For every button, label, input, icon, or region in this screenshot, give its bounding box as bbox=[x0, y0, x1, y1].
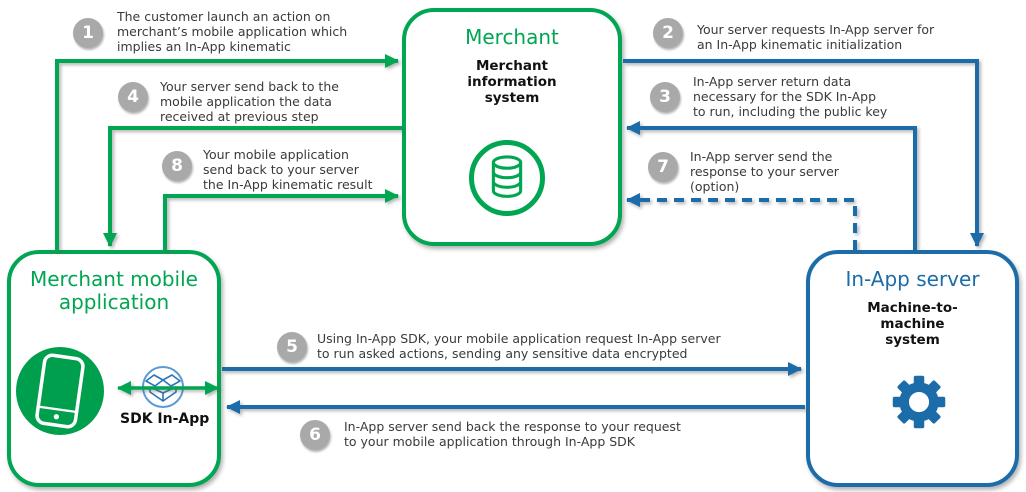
arrow-step-4 bbox=[103, 126, 402, 247]
gear-icon bbox=[891, 374, 947, 430]
arrow-step-8 bbox=[163, 189, 399, 251]
step-7-text: In-App server send the response to your … bbox=[690, 149, 839, 194]
merchant-subtitle: Merchant information system bbox=[467, 58, 557, 106]
step-8-badge: 8 bbox=[162, 151, 192, 181]
mobile-app-node: Merchant mobile application bbox=[7, 250, 221, 487]
step-4-text: Your server send back to the mobile appl… bbox=[160, 79, 339, 124]
arrow-step-2 bbox=[623, 59, 984, 247]
step-3-badge: 3 bbox=[650, 82, 680, 112]
merchant-node: Merchant Merchant information system bbox=[402, 8, 622, 246]
step-5-badge: 5 bbox=[277, 332, 307, 362]
arrow-step-3 bbox=[626, 121, 917, 250]
smartphone-icon bbox=[16, 347, 104, 435]
step-4-badge: 4 bbox=[118, 82, 148, 112]
sdk-inapp-label: SDK In-App bbox=[120, 411, 210, 427]
step-6-badge: 6 bbox=[300, 420, 330, 450]
inapp-server-subtitle: Machine-to- machine system bbox=[867, 300, 958, 348]
mobile-app-title: Merchant mobile application bbox=[30, 267, 198, 314]
step-7-badge: 7 bbox=[648, 152, 678, 182]
step-6-text: In-App server send back the response to … bbox=[344, 419, 681, 449]
step-3-text: In-App server return data necessary for … bbox=[693, 74, 888, 119]
arrow-step-7 bbox=[626, 193, 857, 250]
step-1-text: The customer launch an action on merchan… bbox=[117, 9, 348, 54]
inapp-server-title: In-App server bbox=[845, 267, 980, 291]
step-5-text: Using In-App SDK, your mobile applicatio… bbox=[317, 331, 721, 361]
step-2-text: Your server requests In-App server for a… bbox=[697, 22, 935, 52]
step-8-text: Your mobile application send back to you… bbox=[203, 147, 373, 192]
inapp-server-node: In-App server Machine-to- machine system bbox=[806, 250, 1019, 487]
database-icon bbox=[469, 140, 545, 216]
merchant-title: Merchant bbox=[465, 25, 559, 49]
step-1-badge: 1 bbox=[73, 18, 103, 48]
step-2-badge: 2 bbox=[653, 18, 683, 48]
arrow-step-1 bbox=[55, 54, 399, 251]
